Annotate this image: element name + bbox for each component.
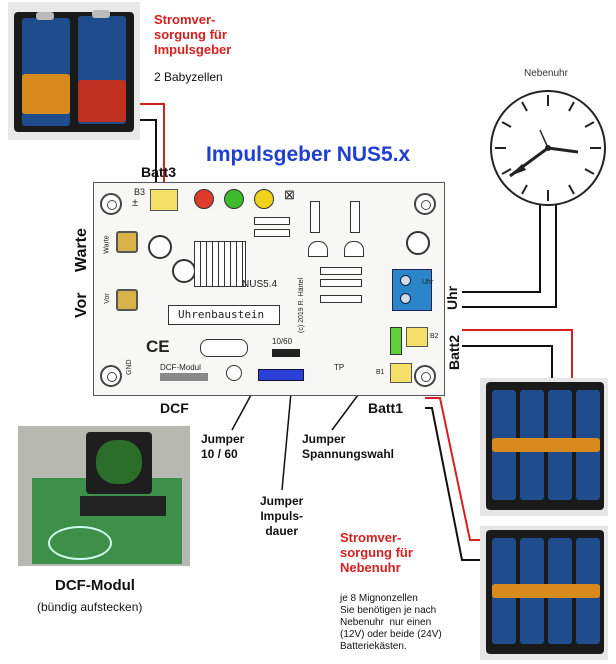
terminal-uhr bbox=[392, 269, 432, 311]
transistor-1 bbox=[308, 241, 328, 257]
battery-box-lower-photo bbox=[480, 526, 608, 660]
ce-mark: CE bbox=[146, 337, 170, 356]
label-jumper-1060: Jumper 10 / 60 bbox=[201, 432, 245, 461]
label-vor: Vor bbox=[73, 292, 90, 318]
silk-tp: TP bbox=[334, 363, 345, 372]
battery-box-upper-photo bbox=[480, 378, 608, 516]
transistor-2 bbox=[344, 241, 364, 257]
label-jumper-spannungswahl: Jumper Spannungswahl bbox=[302, 432, 395, 461]
led-green bbox=[224, 189, 244, 209]
wire-batt2-red bbox=[462, 329, 573, 380]
terminal-screw-1 bbox=[400, 275, 411, 286]
label-uhr: Uhr bbox=[444, 285, 460, 310]
power-supply-pulse-note: 2 Babyzellen bbox=[154, 70, 223, 84]
label-jumper-impulsdauer: Jumper Impuls- dauer bbox=[260, 494, 304, 538]
mount-hole-br bbox=[414, 365, 436, 387]
label-batt3: Batt3 bbox=[141, 164, 177, 180]
dcf-module-subtitle: (bündig aufstecken) bbox=[37, 600, 143, 614]
resistor-1 bbox=[254, 217, 290, 225]
connector-batt2 bbox=[406, 327, 428, 347]
capacitor-1 bbox=[148, 235, 172, 259]
dcf-header bbox=[160, 373, 208, 381]
silk-copyright: (c) 2019 R. Härtel bbox=[298, 277, 305, 333]
connector-batt1 bbox=[390, 363, 412, 383]
capacitor-3 bbox=[406, 231, 430, 255]
silk-nus: NUS5.4 bbox=[242, 279, 278, 290]
resistor-3 bbox=[310, 201, 320, 233]
led-red bbox=[194, 189, 214, 209]
jumper-1060-header[interactable] bbox=[272, 349, 300, 357]
wire-batt1-black bbox=[425, 407, 492, 561]
silk-uhrenbaustein: Uhrenbaustein bbox=[178, 308, 265, 321]
slave-clock-label: Nebenuhr bbox=[524, 68, 568, 79]
terminal-screw-2 bbox=[400, 293, 411, 304]
power-supply-clock-title: Stromver- sorgung für Nebenuhr bbox=[340, 530, 413, 575]
mount-hole-tl bbox=[100, 193, 122, 215]
slave-clock bbox=[490, 90, 606, 206]
jumper-impulsdauer-header[interactable] bbox=[258, 369, 304, 381]
pcb-board: B3 ± ⊠ Warte Vor NUS5.4 Uhrenbaustein (c… bbox=[93, 182, 445, 396]
silk-gnd: GND bbox=[126, 359, 133, 375]
silk-warte: Warte bbox=[103, 235, 111, 254]
voltage-jumper-green[interactable] bbox=[390, 327, 402, 355]
crystal bbox=[200, 339, 248, 357]
wire-uhr-2 bbox=[462, 200, 557, 308]
capacitor-2 bbox=[172, 259, 196, 283]
silk-vor: Vor bbox=[103, 293, 111, 304]
power-supply-clock-note: je 8 Mignonzellen Sie benötigen je nach … bbox=[340, 593, 442, 652]
silk-1060: 10/60 bbox=[272, 337, 293, 346]
resistor-6 bbox=[320, 279, 362, 287]
clock-chip-uhrenbaustein bbox=[168, 305, 280, 325]
label-warte: Warte bbox=[73, 228, 90, 272]
label-batt2: Batt2 bbox=[446, 334, 462, 370]
silk-dcf-modul: DCF-Modul bbox=[160, 363, 201, 372]
dcf-module-title: DCF-Modul bbox=[55, 577, 135, 594]
ic-chip bbox=[194, 241, 246, 287]
button-warte[interactable] bbox=[116, 231, 138, 253]
plus-symbol: ± bbox=[132, 197, 139, 209]
silk-b3: B3 bbox=[134, 187, 146, 197]
power-supply-pulse-title: Stromver- sorgung für Impulsgeber bbox=[154, 12, 232, 57]
resistor-2 bbox=[254, 229, 290, 237]
pointer-jumper-impuls bbox=[281, 381, 293, 491]
battery-holder-top-photo bbox=[8, 2, 140, 140]
dcf-module-photo bbox=[18, 426, 190, 566]
wire-batt3-black bbox=[140, 119, 157, 183]
recycle-bin-icon: ⊠ bbox=[284, 187, 295, 202]
resistor-5 bbox=[320, 267, 362, 275]
mount-hole-bl bbox=[100, 365, 122, 387]
label-dcf: DCF bbox=[160, 400, 189, 416]
diagram-title: Impulsgeber NUS5.x bbox=[206, 143, 411, 166]
led-yellow bbox=[254, 189, 274, 209]
wire-batt3-red bbox=[140, 103, 165, 183]
resistor-4 bbox=[350, 201, 360, 233]
button-vor[interactable] bbox=[116, 289, 138, 311]
silk-b2: B2 bbox=[430, 333, 439, 340]
trimmer-pot[interactable] bbox=[226, 365, 242, 381]
wire-batt2-black bbox=[462, 345, 553, 380]
silk-b1: B1 bbox=[376, 369, 385, 376]
label-batt1: Batt1 bbox=[368, 400, 404, 416]
wire-uhr-1 bbox=[462, 200, 541, 293]
mount-hole-tr bbox=[414, 193, 436, 215]
silk-uhr: Uhr bbox=[422, 279, 434, 286]
resistor-7 bbox=[320, 295, 362, 303]
connector-batt3 bbox=[150, 189, 178, 211]
